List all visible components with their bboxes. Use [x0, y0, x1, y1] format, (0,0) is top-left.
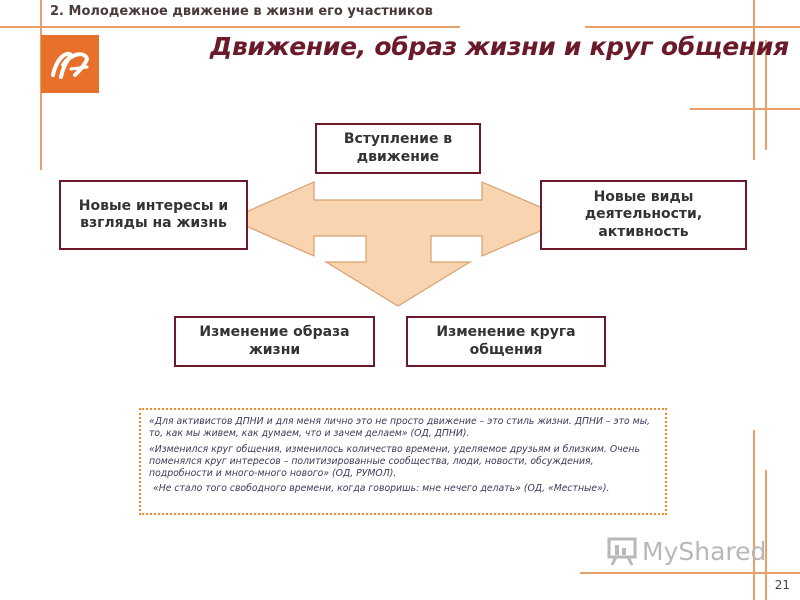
page-title: Движение, образ жизни и круг общения — [210, 32, 789, 61]
frame-line-bottom-right — [580, 572, 800, 574]
quote-2: «Изменился круг общения, изменилось коли… — [149, 443, 640, 479]
quotes-box: «Для активистов ДПНИ и для меня лично эт… — [139, 408, 667, 515]
frame-line-right-short — [690, 108, 800, 110]
box-joining-movement: Вступление в движение — [315, 123, 481, 174]
logo-mark-icon — [51, 51, 90, 79]
watermark-text: MyShared — [642, 536, 767, 566]
frame-line-right-lower-2 — [765, 470, 767, 600]
box-new-interests: Новые интересы и взгляды на жизнь — [59, 180, 248, 250]
presentation-board-icon — [607, 537, 637, 566]
box-social-circle-change: Изменение круга общения — [406, 316, 606, 367]
quote-3: «Не стало того свободного времени, когда… — [153, 483, 610, 495]
logo — [41, 35, 99, 93]
watermark: MyShared — [606, 536, 766, 566]
box-new-activities: Новые виды деятельности, активность — [540, 180, 747, 250]
page-number: 21 — [774, 578, 790, 592]
frame-line-top-right — [585, 26, 800, 28]
box-lifestyle-change: Изменение образа жизни — [174, 316, 375, 367]
section-title: 2. Молодежное движение в жизни его участ… — [50, 4, 433, 19]
frame-line-right-lower-1 — [753, 430, 755, 600]
frame-line-top-left — [0, 26, 460, 28]
quote-1: «Для активистов ДПНИ и для меня лично эт… — [149, 416, 650, 439]
frame-line-right-vertical-2 — [765, 40, 767, 150]
frame-line-right-vertical-1 — [753, 0, 755, 160]
